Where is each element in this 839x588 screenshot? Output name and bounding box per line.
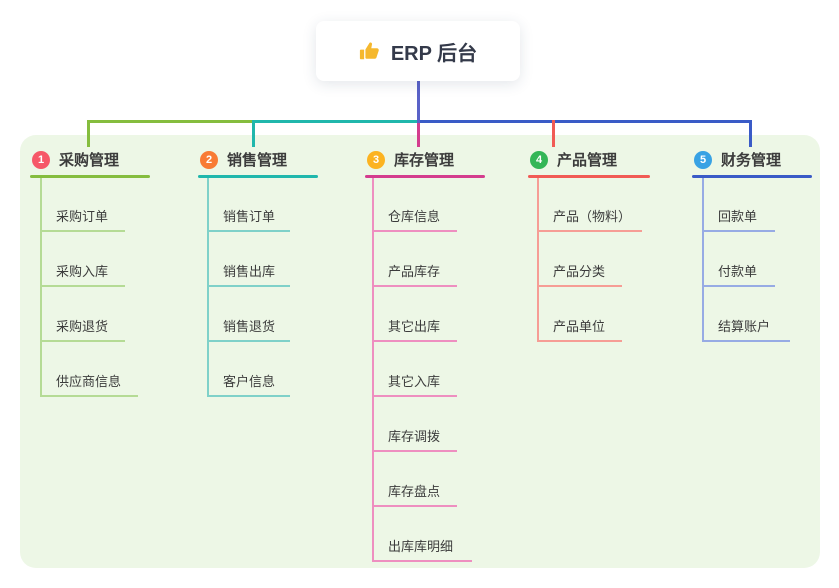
branches-panel (20, 135, 820, 568)
child-node[interactable]: 仓库信息 (372, 206, 457, 232)
branch-node-4[interactable]: 4 产品管理 (528, 145, 650, 178)
connector-bus-teal (252, 120, 418, 123)
child-node[interactable]: 出库库明细 (372, 536, 472, 562)
thumbs-up-icon (359, 42, 379, 60)
branch-badge-1: 1 (32, 150, 50, 169)
drop-branch-2 (252, 120, 255, 147)
child-node[interactable]: 结算账户 (702, 316, 790, 342)
connector-bus-blue (418, 120, 751, 123)
branch-label-5: 财务管理 (721, 152, 782, 169)
child-node[interactable]: 产品库存 (372, 261, 457, 287)
child-node[interactable]: 采购入库 (40, 261, 125, 287)
child-node[interactable]: 产品分类 (537, 261, 622, 287)
child-node[interactable]: 回款单 (702, 206, 775, 232)
children-line-3 (372, 178, 374, 562)
child-node[interactable]: 产品（物料） (537, 206, 642, 232)
branch-underline-4 (528, 175, 650, 178)
child-node[interactable]: 供应商信息 (40, 371, 138, 397)
children-line-1 (40, 178, 42, 397)
branch-node-2[interactable]: 2 销售管理 (198, 145, 318, 178)
root-connector (417, 81, 420, 123)
branch-underline-2 (198, 175, 318, 178)
drop-branch-5 (749, 120, 752, 147)
child-node[interactable]: 销售出库 (207, 261, 290, 287)
branch-node-3[interactable]: 3 库存管理 (365, 145, 485, 178)
children-line-4 (537, 178, 539, 342)
branch-badge-5: 5 (694, 150, 712, 169)
drop-branch-1 (87, 120, 90, 147)
branch-node-1[interactable]: 1 采购管理 (30, 145, 150, 178)
child-node[interactable]: 其它出库 (372, 316, 457, 342)
branch-badge-3: 3 (367, 150, 385, 169)
children-line-5 (702, 178, 704, 342)
branch-label-1: 采购管理 (59, 152, 120, 169)
branch-underline-1 (30, 175, 150, 178)
child-node[interactable]: 产品单位 (537, 316, 622, 342)
branch-underline-3 (365, 175, 485, 178)
child-node[interactable]: 客户信息 (207, 371, 290, 397)
children-line-2 (207, 178, 209, 397)
branch-label-4: 产品管理 (557, 152, 618, 169)
branch-badge-4: 4 (530, 150, 548, 169)
branch-node-5[interactable]: 5 财务管理 (692, 145, 812, 178)
child-node[interactable]: 采购订单 (40, 206, 125, 232)
child-node[interactable]: 其它入库 (372, 371, 457, 397)
child-node[interactable]: 库存盘点 (372, 481, 457, 507)
child-node[interactable]: 销售订单 (207, 206, 290, 232)
branch-underline-5 (692, 175, 812, 178)
root-title: ERP 后台 (390, 42, 478, 65)
root-node[interactable]: ERP 后台 (316, 21, 520, 81)
child-node[interactable]: 库存调拨 (372, 426, 457, 452)
drop-branch-4 (552, 120, 555, 147)
branch-label-2: 销售管理 (227, 152, 288, 169)
branch-label-3: 库存管理 (394, 152, 455, 169)
drop-branch-3 (417, 123, 420, 147)
branch-badge-2: 2 (200, 150, 218, 169)
child-node[interactable]: 销售退货 (207, 316, 290, 342)
child-node[interactable]: 付款单 (702, 261, 775, 287)
child-node[interactable]: 采购退货 (40, 316, 125, 342)
